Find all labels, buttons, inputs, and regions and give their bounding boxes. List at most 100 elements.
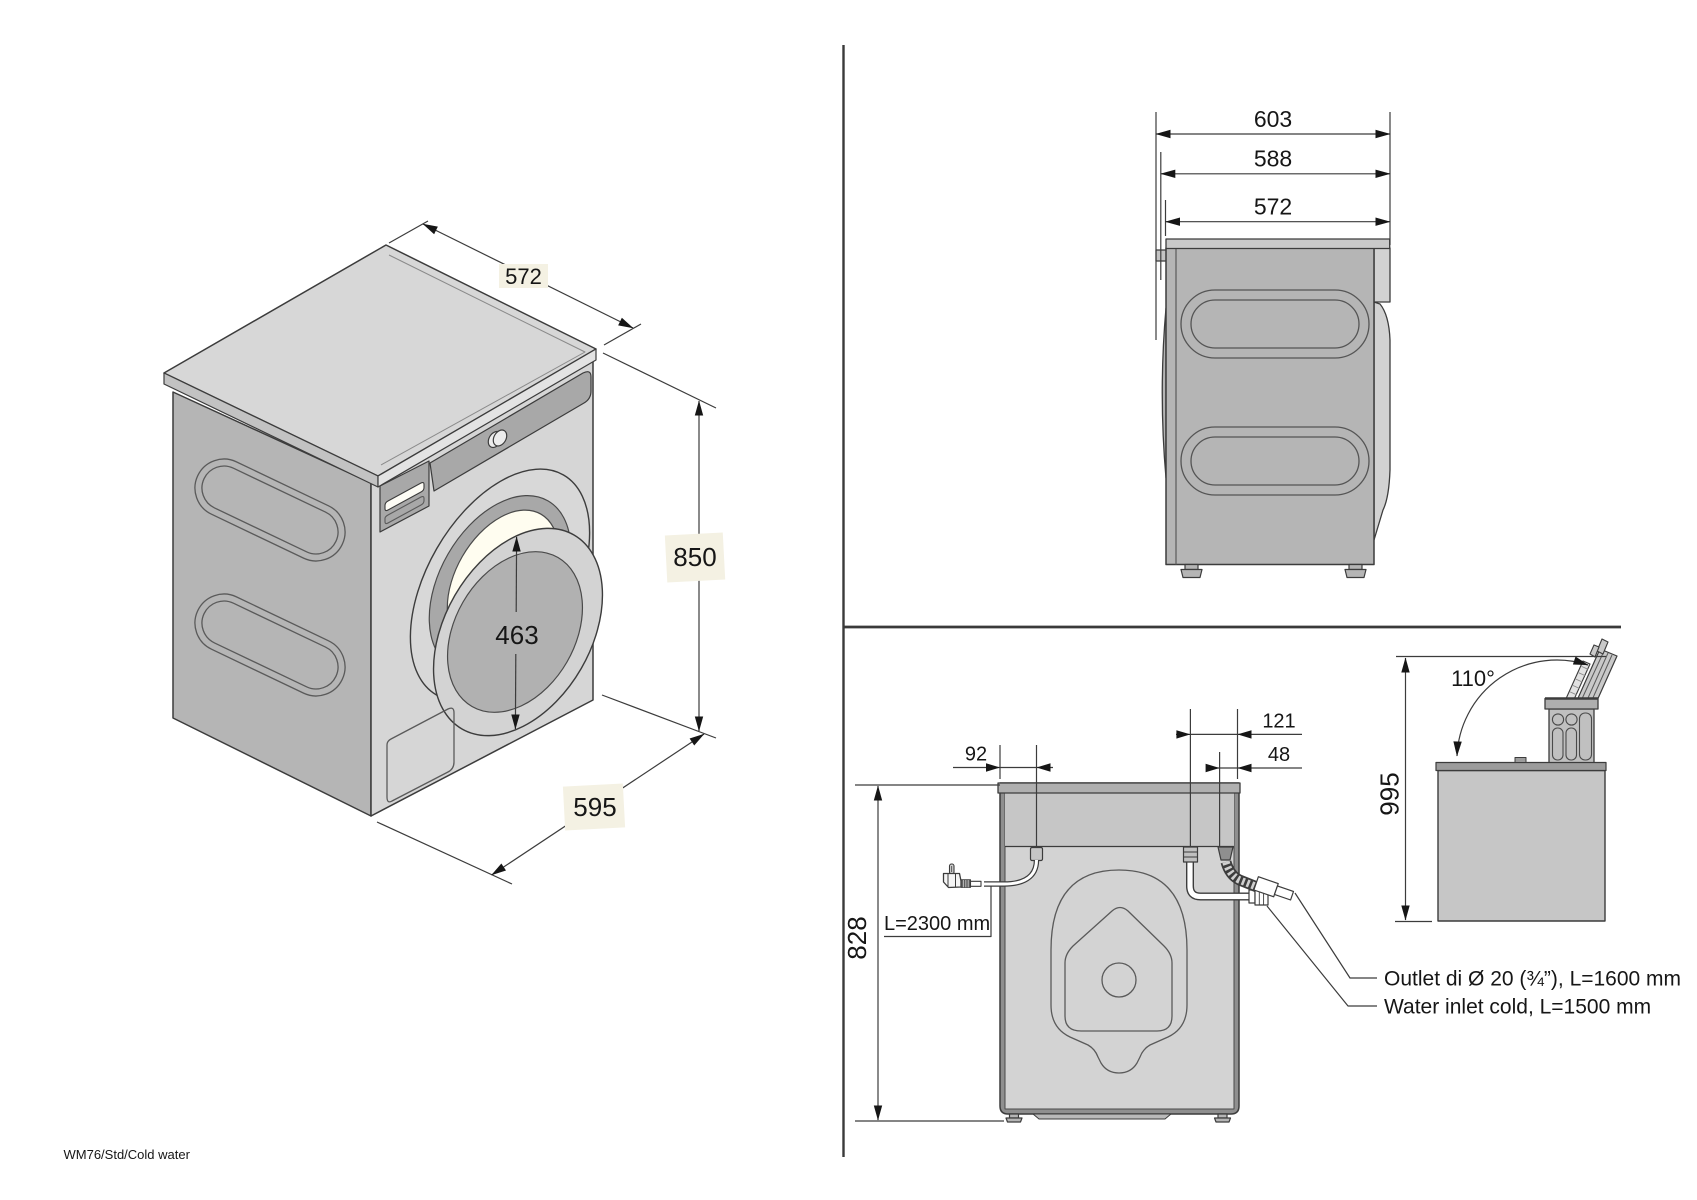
rear-pressing-house — [1064, 906, 1173, 1032]
side-lid-strip — [1165, 238, 1391, 250]
rear-power-cord — [942, 846, 1044, 889]
rear-plug-cable-boot — [969, 880, 982, 887]
side-embossing-lower — [1180, 426, 1370, 496]
rear-base-recess — [1032, 1113, 1172, 1120]
rear-dim-92-text: 92 — [965, 744, 987, 766]
side-dim-588: 588 — [1160, 146, 1391, 280]
callout-outlet-text: Outlet di Ø 20 (¾”), L=1600 mm — [1384, 968, 1681, 991]
drawing-polygon — [1237, 730, 1252, 739]
iso-dim-595-label-bg — [562, 783, 626, 831]
lid-open-angle-text: 110° — [1451, 666, 1495, 691]
drawing-line — [602, 352, 717, 409]
drawing-rect — [1180, 289, 1370, 359]
drawing-rect — [1184, 563, 1199, 571]
isometric-view: 572 850 463 595 — [163, 220, 726, 885]
lid-open-drawer-housing — [1544, 697, 1599, 764]
rear-inlet-hose — [1187, 862, 1249, 900]
iso-knob — [487, 429, 508, 449]
drawing-polygon — [986, 763, 1000, 772]
lid-dim-995: 995 — [1375, 655, 1606, 923]
rear-cord-fitting — [1029, 846, 1044, 862]
rear-pressing-circle — [1101, 962, 1137, 998]
cord-length-text: L=2300 mm — [884, 913, 990, 935]
footer-model-text: WM76/Std/Cold water — [64, 1147, 191, 1162]
rear-upper-band — [1005, 793, 1234, 847]
drawing-polygon — [1344, 568, 1367, 579]
iso-drawer-lower-slot — [384, 495, 425, 525]
drawing-rect — [1348, 563, 1363, 571]
iso-dim-572: 572 — [388, 220, 642, 346]
drawing-rect — [1190, 436, 1360, 486]
iso-dim-463: 463 — [495, 536, 539, 730]
rear-dim-48: 48 — [1205, 744, 1302, 846]
callout-inlet-text: Water inlet cold, L=1500 mm — [1384, 996, 1651, 1019]
rear-inlet-fitting — [1182, 846, 1199, 863]
iso-dim-850-text: 850 — [673, 542, 716, 572]
drawing-polygon — [1205, 763, 1220, 773]
iso-dim-595: 595 — [376, 733, 705, 885]
rear-dim-48-text: 48 — [1268, 744, 1290, 766]
side-dim-588-text: 588 — [1254, 146, 1292, 172]
rear-outlet — [1217, 846, 1295, 901]
drawing-rect — [194, 593, 346, 697]
drawing-rect — [1544, 697, 1599, 710]
side-dim-572: 572 — [1164, 194, 1391, 236]
rear-inlet — [1182, 846, 1269, 906]
drawing-polygon — [1180, 568, 1203, 579]
drawing-polygon — [1005, 1117, 1023, 1123]
iso-drawer-handle-slot — [384, 481, 425, 512]
drawing-rect — [194, 458, 346, 562]
rear-cord-cable — [984, 859, 1038, 886]
side-door-bulge — [1373, 301, 1391, 541]
rear-dim-92: 92 — [953, 744, 1053, 846]
drawing-rect — [201, 600, 339, 690]
rear-dim-828-text: 828 — [842, 916, 872, 959]
side-foot-left — [1180, 563, 1203, 579]
iso-side-embossing-upper — [194, 458, 346, 562]
drawing-rect — [1273, 885, 1295, 901]
rear-top-strip — [997, 782, 1241, 794]
iso-dim-572-text: 572 — [505, 264, 542, 289]
drawing-line — [376, 821, 513, 885]
iso-service-hatch — [386, 707, 455, 803]
drawing-line — [603, 323, 642, 346]
side-dim-603-text: 603 — [1254, 106, 1292, 132]
callout-leader-inlet — [1266, 905, 1377, 1007]
side-dim-603: 603 — [1155, 106, 1391, 340]
iso-side-embossing-lower — [194, 593, 346, 697]
drawing-rect — [1180, 426, 1370, 496]
rear-dim-828: 828 — [842, 784, 1004, 1122]
iso-dim-595-text: 595 — [573, 792, 616, 822]
rear-drain-hose-ribs — [1222, 860, 1259, 891]
drawing-polygon — [1176, 730, 1191, 739]
rear-foot-left — [1005, 1113, 1023, 1123]
rear-outlet-end-fitting — [1253, 876, 1295, 901]
side-view: 603 588 572 — [1155, 106, 1391, 579]
drawing-rect — [201, 465, 339, 555]
lid-open-lid-tab-1 — [1596, 638, 1609, 655]
iso-lid-lip-front — [377, 348, 597, 488]
rear-dim-121: 121 — [1176, 709, 1302, 846]
lid-dim-995-text: 995 — [1375, 772, 1405, 815]
rear-view: Outlet di Ø 20 (¾”), L=1600 mm Water inl… — [842, 709, 1681, 1123]
drawing-polygon — [1036, 763, 1051, 772]
callout-leader-outlet — [1294, 892, 1377, 979]
drawing-ellipse — [492, 429, 508, 447]
drawing-line — [388, 220, 429, 244]
lid-open-angle-arc — [1453, 656, 1589, 757]
rear-plug — [942, 863, 982, 889]
lid-open-lock-tab — [1514, 757, 1527, 763]
iso-dim-463-text: 463 — [495, 620, 538, 650]
rear-dim-121-text: 121 — [1262, 711, 1295, 733]
iso-dim-850-label-bg — [664, 532, 726, 583]
lid-open-body — [1437, 769, 1606, 922]
lid-open-lid-strip — [1435, 761, 1607, 772]
drawing-polygon — [1237, 763, 1252, 773]
drawing-rect — [1190, 299, 1360, 349]
side-rear-bulge — [1161, 307, 1167, 479]
side-dim-572-text: 572 — [1254, 194, 1292, 220]
side-foot-right — [1344, 563, 1367, 579]
iso-dim-850: 850 — [601, 352, 726, 739]
rear-foot-right — [1213, 1113, 1232, 1123]
